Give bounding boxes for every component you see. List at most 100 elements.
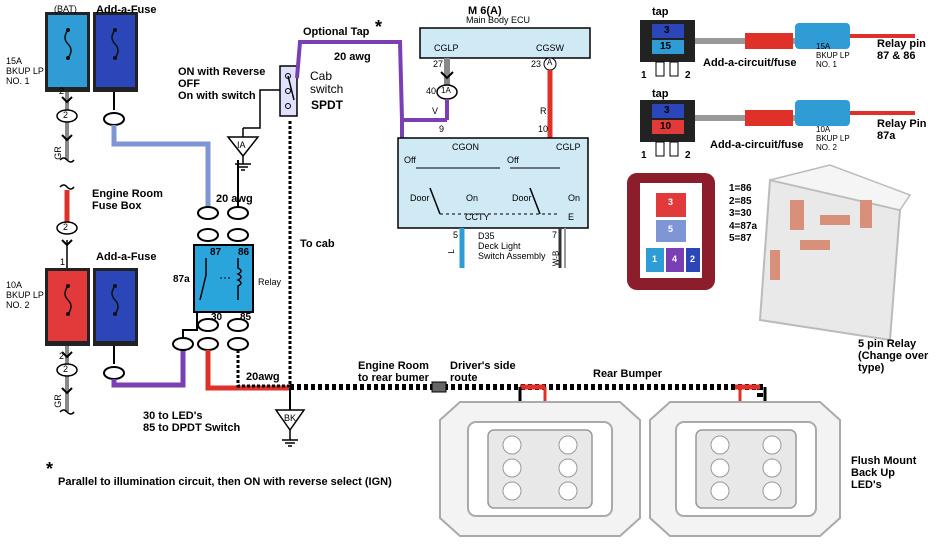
relay-gauge: 20 awg (216, 193, 253, 205)
add-a-fuse-label-1: Add-a-Fuse (96, 4, 157, 16)
deck-wb: W-B (551, 250, 561, 267)
wire-v: V (432, 106, 439, 116)
ground-ia (226, 136, 260, 158)
tap1-n15: 15 (660, 41, 672, 52)
tap-15a (640, 20, 915, 77)
rear-bumper-label: Rear Bumper (593, 368, 663, 380)
optional-tap-wire (295, 40, 404, 121)
relay-gauge-2: 20awg (246, 371, 280, 383)
pin-r1: 1 (652, 254, 658, 264)
relay-box (193, 244, 254, 313)
fuse2-label: 10A BKUP LP NO. 2 (6, 280, 44, 310)
pin9: 9 (439, 124, 445, 134)
deck-on-1: On (466, 193, 479, 203)
fuse1-label: 15A BKUP LP NO. 1 (6, 56, 44, 86)
ground-bk (274, 409, 306, 432)
purple-wire (111, 350, 186, 388)
relay-type-caption: 5 pin Relay (Change over type) (858, 338, 929, 375)
bat-label: (BAT) (54, 4, 77, 14)
wire-r: R (540, 106, 547, 116)
led-light-1 (439, 401, 641, 537)
pin2-top: 2 (59, 86, 65, 96)
ecu-subtitle: Main Body ECU (466, 15, 531, 25)
wire-gauge-top: 20 awg (334, 51, 371, 63)
relay-87a: 87a (173, 274, 190, 285)
add-a-fuse-1 (93, 12, 138, 92)
asterisk-top: * (375, 17, 383, 37)
circle-a: A (547, 58, 553, 67)
ia-label: IA (237, 140, 246, 150)
deck-pin5: 5 (453, 230, 459, 240)
tap2-n3: 3 (664, 105, 670, 116)
add-a-fuse-label-2: Add-a-Fuse (96, 251, 157, 263)
deck-off-1: Off (404, 155, 416, 165)
relay-30: 30 (211, 312, 223, 323)
tap-10a (640, 100, 915, 157)
tap1-pin2: 2 (685, 70, 691, 81)
tap1-fuse: 15A BKUP LP NO. 1 (816, 42, 850, 69)
deck-door-2: Door (512, 193, 532, 203)
tap1-relay: Relay pin 87 & 86 (877, 38, 926, 63)
engine-room-route: Engine Room to rear bumer (358, 360, 429, 385)
tap2-pin2: 2 (685, 150, 691, 161)
ecu-cglp: CGLP (434, 43, 459, 53)
switch-wire (236, 120, 292, 388)
blue-wire (111, 125, 211, 210)
conn2-top: 2 (63, 110, 69, 120)
ecu-cgsw: CGSW (536, 43, 564, 53)
relay-label: Relay (258, 277, 282, 287)
connector-2-top (56, 109, 78, 123)
pin27: 27 (433, 59, 444, 69)
add-a-fuse-2 (93, 268, 138, 346)
pin23: 23 (531, 59, 542, 69)
relay-note: 30 to LED's 85 to DPDT Switch (143, 410, 241, 435)
pin40: 40 (426, 86, 437, 96)
optional-tap-label: Optional Tap (303, 26, 370, 38)
fuse-10a (45, 268, 90, 346)
connector-2-mid (56, 221, 78, 235)
bk-label: BK (284, 413, 297, 423)
deck-on-2: On (568, 193, 581, 203)
pin-r5: 5 (668, 224, 674, 234)
relay-86: 86 (238, 247, 250, 258)
relay-photo (758, 164, 912, 342)
deck-e: E (568, 212, 575, 222)
pin1-label: 1 (60, 257, 66, 267)
tap2-relay: Relay Pin 87a (877, 118, 927, 143)
tap1-label: tap (652, 6, 669, 18)
cab-switch-spdt (279, 65, 298, 117)
relay-87: 87 (210, 247, 222, 258)
to-cab-label: To cab (300, 238, 335, 250)
flush-mount-label: Flush Mount Back Up LED's (851, 455, 917, 492)
pin10: 10 (538, 124, 549, 134)
pin-r2: 2 (690, 254, 696, 264)
red-wire-30 (205, 350, 290, 391)
main-body-ecu (419, 27, 591, 59)
drivers-route: Driver's side route (450, 360, 516, 385)
pin-r3: 3 (668, 197, 674, 207)
gr-top: GR (52, 146, 63, 160)
gr-bottom: GR (52, 394, 63, 408)
tap2-n10: 10 (660, 121, 672, 132)
tap1-pin1: 1 (641, 70, 647, 81)
cab-switch-label: Cab switch (310, 69, 344, 97)
tap2-pin1: 1 (641, 150, 647, 161)
pin-r4: 4 (672, 254, 678, 264)
deck-cglp: CGLP (556, 142, 581, 152)
engine-room-label: Engine Room Fuse Box (92, 188, 163, 213)
tap2-label: tap (652, 88, 669, 100)
footnote: Parallel to illumination circuit, then O… (58, 476, 392, 488)
conn2-mid: 2 (63, 222, 69, 232)
conn-1a: 1A (441, 86, 451, 95)
spdt-label: SPDT (311, 98, 344, 112)
tap2-add: Add-a-circuit/fuse (710, 139, 804, 151)
pin2-bottom: 2 (59, 351, 65, 361)
deck-cgon: CGON (452, 142, 479, 152)
tap1-add: Add-a-circuit/fuse (703, 57, 797, 69)
deck-l: L (446, 249, 456, 254)
tap2-fuse: 10A BKUP LP NO. 2 (816, 125, 850, 152)
fuse-15a (45, 12, 90, 92)
led-light-2 (649, 401, 841, 537)
